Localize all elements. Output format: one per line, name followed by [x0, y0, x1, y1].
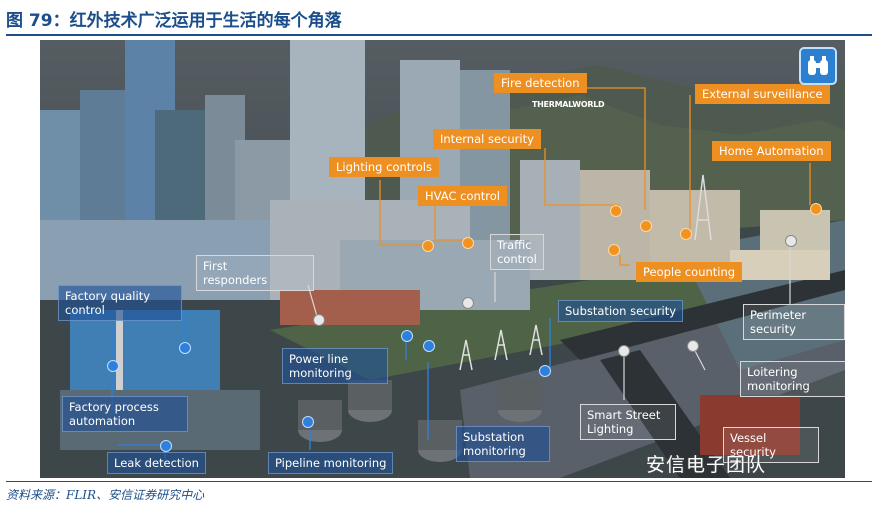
label-substation-security: Substation security — [558, 300, 684, 322]
label-home-automation: Home Automation — [712, 141, 831, 161]
label-pipeline-monitoring: Pipeline monitoring — [268, 452, 394, 474]
figure-title: 图 79：红外技术广泛运用于生活的每个角落 — [6, 11, 342, 31]
label-traffic-control: Traffic control — [490, 234, 544, 270]
figure-source: 资料来源：FLIR、安信证券研究中心 — [6, 488, 205, 502]
factory-quality-marker — [179, 342, 191, 354]
perimeter-security-marker — [785, 235, 797, 247]
label-power-line-monitoring: Power line monitoring — [282, 348, 388, 384]
label-vessel-security: Vessel security — [723, 427, 819, 463]
pipeline-monitoring-marker — [302, 416, 314, 428]
binoculars-icon — [799, 47, 837, 85]
label-internal-security: Internal security — [433, 129, 541, 149]
internal-security-marker — [640, 220, 652, 232]
label-perimeter-security: Perimeter security — [743, 304, 845, 340]
first-responders-marker — [313, 314, 325, 326]
label-external-surveillance: External surveillance — [695, 84, 830, 104]
loitering-marker — [687, 340, 699, 352]
label-factory-process-automation: Factory process automation — [62, 396, 188, 432]
label-factory-quality-control: Factory quality control — [58, 285, 182, 321]
people-counting-marker — [608, 244, 620, 256]
source-divider — [6, 481, 872, 482]
label-lighting-controls: Lighting controls — [329, 157, 439, 177]
thermalworld-sign: THERMALWORLD — [532, 100, 605, 109]
traffic-control-marker — [462, 297, 474, 309]
smart-street-marker — [618, 345, 630, 357]
title-divider — [6, 34, 872, 36]
lighting-controls-marker — [422, 240, 434, 252]
label-fire-detection: Fire detection — [494, 73, 587, 93]
label-smart-street-lighting: Smart Street Lighting — [580, 404, 676, 440]
home-automation-marker — [810, 203, 822, 215]
label-leak-detection: Leak detection — [107, 452, 206, 474]
label-loitering-monitoring: Loitering monitoring — [740, 361, 845, 397]
substation-monitoring-marker — [423, 340, 435, 352]
fire-detection-marker — [610, 205, 622, 217]
city-illustration: THERMALWORLD Fire detection External sur… — [40, 40, 845, 478]
label-substation-monitoring: Substation monitoring — [456, 426, 550, 462]
leak-detection-marker — [160, 440, 172, 452]
external-surveillance-marker — [680, 228, 692, 240]
label-people-counting: People counting — [636, 262, 743, 282]
label-hvac-control: HVAC control — [418, 186, 507, 206]
power-line-marker — [401, 330, 413, 342]
hvac-control-marker — [462, 237, 474, 249]
watermark-text: 安信电子团队 — [646, 454, 767, 476]
factory-process-marker — [107, 360, 119, 372]
label-first-responders: First responders — [196, 255, 314, 291]
substation-security-marker — [539, 365, 551, 377]
binoculars-glyph — [808, 56, 828, 75]
